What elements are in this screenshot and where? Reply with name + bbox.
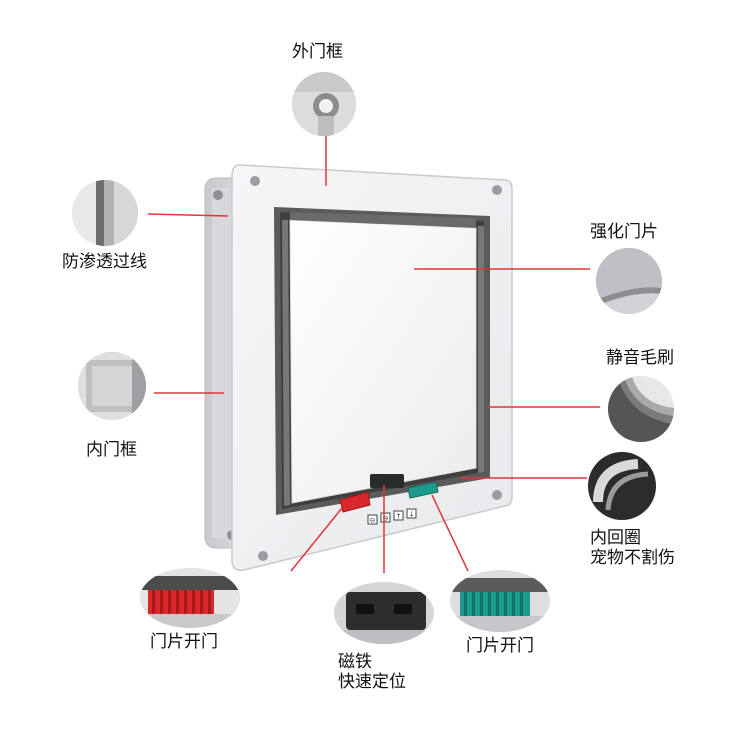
label-outer-frame: 外门框 [292,42,343,62]
anti-leak-line-detail-photo [72,180,138,246]
label-inner-ring-line1: 内回圈 [590,528,641,548]
label-magnet-line1: 磁铁 [338,652,372,672]
inner-frame-detail-photo [78,352,146,420]
label-magnet-line2: 快速定位 [338,672,406,692]
magnet-detail-photo [334,582,434,644]
reinforced-flap [289,212,477,504]
svg-text:↑: ↑ [396,513,402,521]
label-inner-frame: 内门框 [86,440,137,460]
label-inner-ring-line2: 宠物不割伤 [590,548,675,568]
svg-text:⊝: ⊝ [370,517,376,525]
silent-brush-detail-photo [608,376,674,442]
svg-text:↓: ↓ [409,511,415,519]
outer-frame-detail-photo [292,72,356,136]
reinforced-flap-detail-photo [596,248,662,314]
label-flap-open-left: 门片开门 [150,632,218,652]
label-flap-open-right: 门片开门 [466,636,534,656]
teal-flap-tab-detail-photo [450,570,550,632]
svg-text:⊖: ⊖ [383,515,389,523]
leader-lines [147,132,600,573]
label-anti-leak-line: 防渗透过线 [62,252,147,272]
lock-mode-icons: ⊝ ⊖ ↑ ↓ [367,508,417,525]
teal-lock-tab [407,481,439,499]
magnet-block [370,474,404,488]
red-flap-tab-detail-photo [140,568,240,628]
inner-ring-detail-photo [588,452,656,520]
label-inner-ring: 内回圈 宠物不割伤 [590,528,675,568]
label-silent-brush: 静音毛刷 [606,348,674,368]
label-magnet: 磁铁 快速定位 [338,652,406,692]
silent-brush-strip [282,220,484,506]
label-reinforced-flap: 强化门片 [590,222,658,242]
